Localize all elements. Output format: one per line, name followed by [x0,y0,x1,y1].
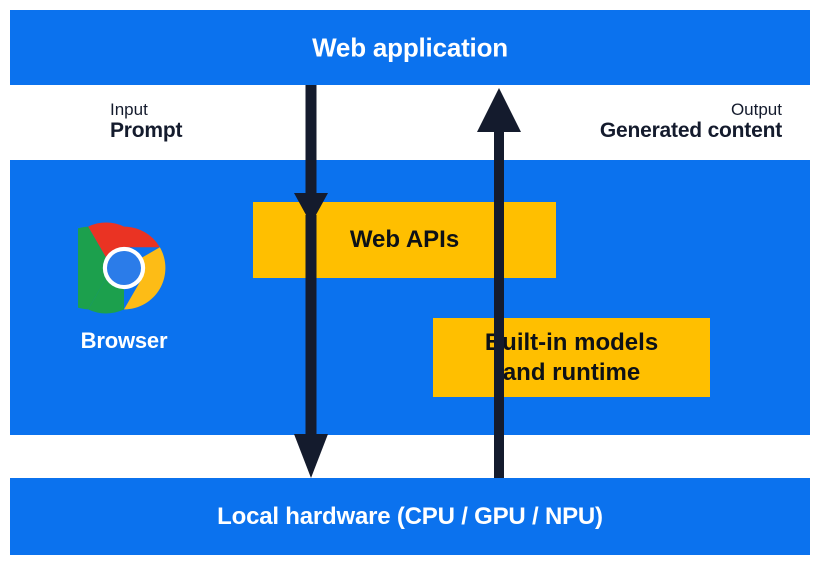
browser-label: Browser [80,328,168,353]
output-flow-annotation: Output Generated content [600,100,782,143]
built-in-models-label: Built-in models and runtime [485,328,658,387]
output-kind-label: Output [730,100,782,119]
layer-local-hardware: Local hardware (CPU / GPU / NPU) [10,478,810,555]
layer-web-application: Web application [10,10,810,85]
web-apis-box: Web APIs [253,202,556,278]
built-in-models-line-1: Built-in models [484,329,659,357]
local-hardware-label: Local hardware (CPU / GPU / NPU) [217,502,603,530]
input-kind-label: Input [110,100,148,119]
output-value-label: Generated content [599,119,782,143]
browser-identity-block: Browser [62,222,186,354]
input-flow-annotation: Input Prompt [110,100,183,143]
built-in-models-box: Built-in models and runtime [433,318,710,397]
built-in-models-line-2: and runtime [502,358,641,386]
input-value-label: Prompt [110,119,183,143]
web-application-label: Web application [312,32,508,62]
chrome-logo-icon [78,222,166,314]
web-apis-label: Web APIs [349,226,460,254]
